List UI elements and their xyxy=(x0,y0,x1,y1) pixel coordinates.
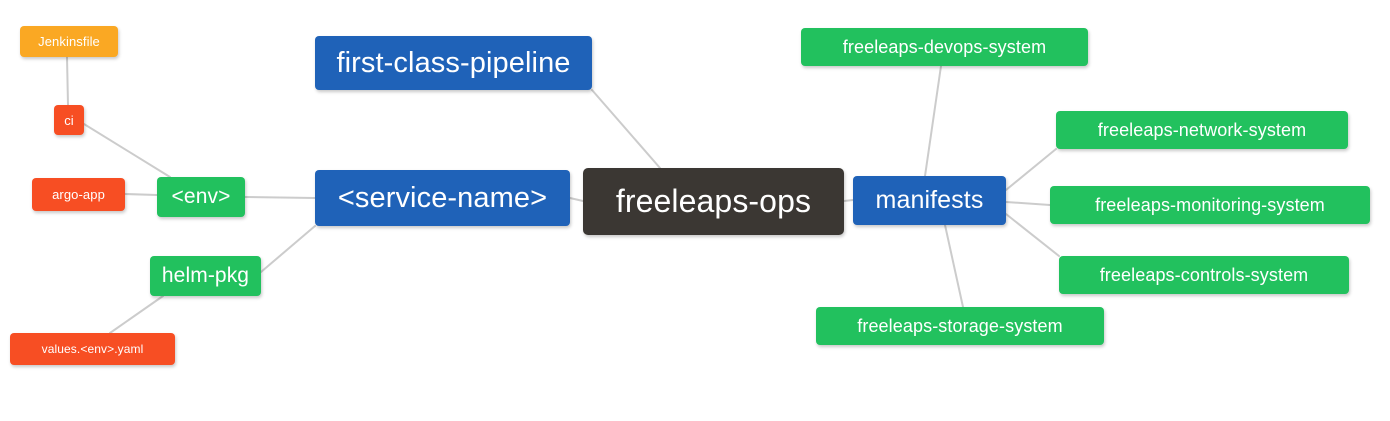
node-jenkinsfile[interactable]: Jenkinsfile xyxy=(20,26,118,57)
edge-helmpkg-to-valuesyaml xyxy=(109,295,164,334)
edge-ci-to-jenkinsfile xyxy=(66,56,69,106)
node-service[interactable]: <service-name> xyxy=(315,170,570,226)
edge-manifests-to-monitoring xyxy=(1005,201,1051,206)
edge-service-to-helmpkg xyxy=(260,225,316,273)
node-env[interactable]: <env> xyxy=(157,177,245,217)
node-controls[interactable]: freeleaps-controls-system xyxy=(1059,256,1349,294)
node-root[interactable]: freeleaps-ops xyxy=(583,168,844,235)
node-storage[interactable]: freeleaps-storage-system xyxy=(816,307,1104,345)
edge-root-to-pipeline xyxy=(591,89,661,169)
edge-env-to-ci xyxy=(83,123,171,178)
node-monitoring[interactable]: freeleaps-monitoring-system xyxy=(1050,186,1370,224)
node-network[interactable]: freeleaps-network-system xyxy=(1056,111,1348,149)
edge-root-to-manifests xyxy=(843,199,854,202)
node-pipeline[interactable]: first-class-pipeline xyxy=(315,36,592,90)
edge-manifests-to-storage xyxy=(944,224,964,308)
edge-manifests-to-devops xyxy=(924,65,942,177)
edge-root-to-service xyxy=(569,197,584,202)
node-devops[interactable]: freeleaps-devops-system xyxy=(801,28,1088,66)
node-valuesyaml[interactable]: values.<env>.yaml xyxy=(10,333,175,365)
node-manifests[interactable]: manifests xyxy=(853,176,1006,225)
edge-env-to-argoapp xyxy=(124,193,158,196)
node-helmpkg[interactable]: helm-pkg xyxy=(150,256,261,296)
edge-manifests-to-network xyxy=(1005,148,1057,191)
node-ci[interactable]: ci xyxy=(54,105,84,135)
node-argoapp[interactable]: argo-app xyxy=(32,178,125,211)
edge-service-to-env xyxy=(244,196,316,199)
